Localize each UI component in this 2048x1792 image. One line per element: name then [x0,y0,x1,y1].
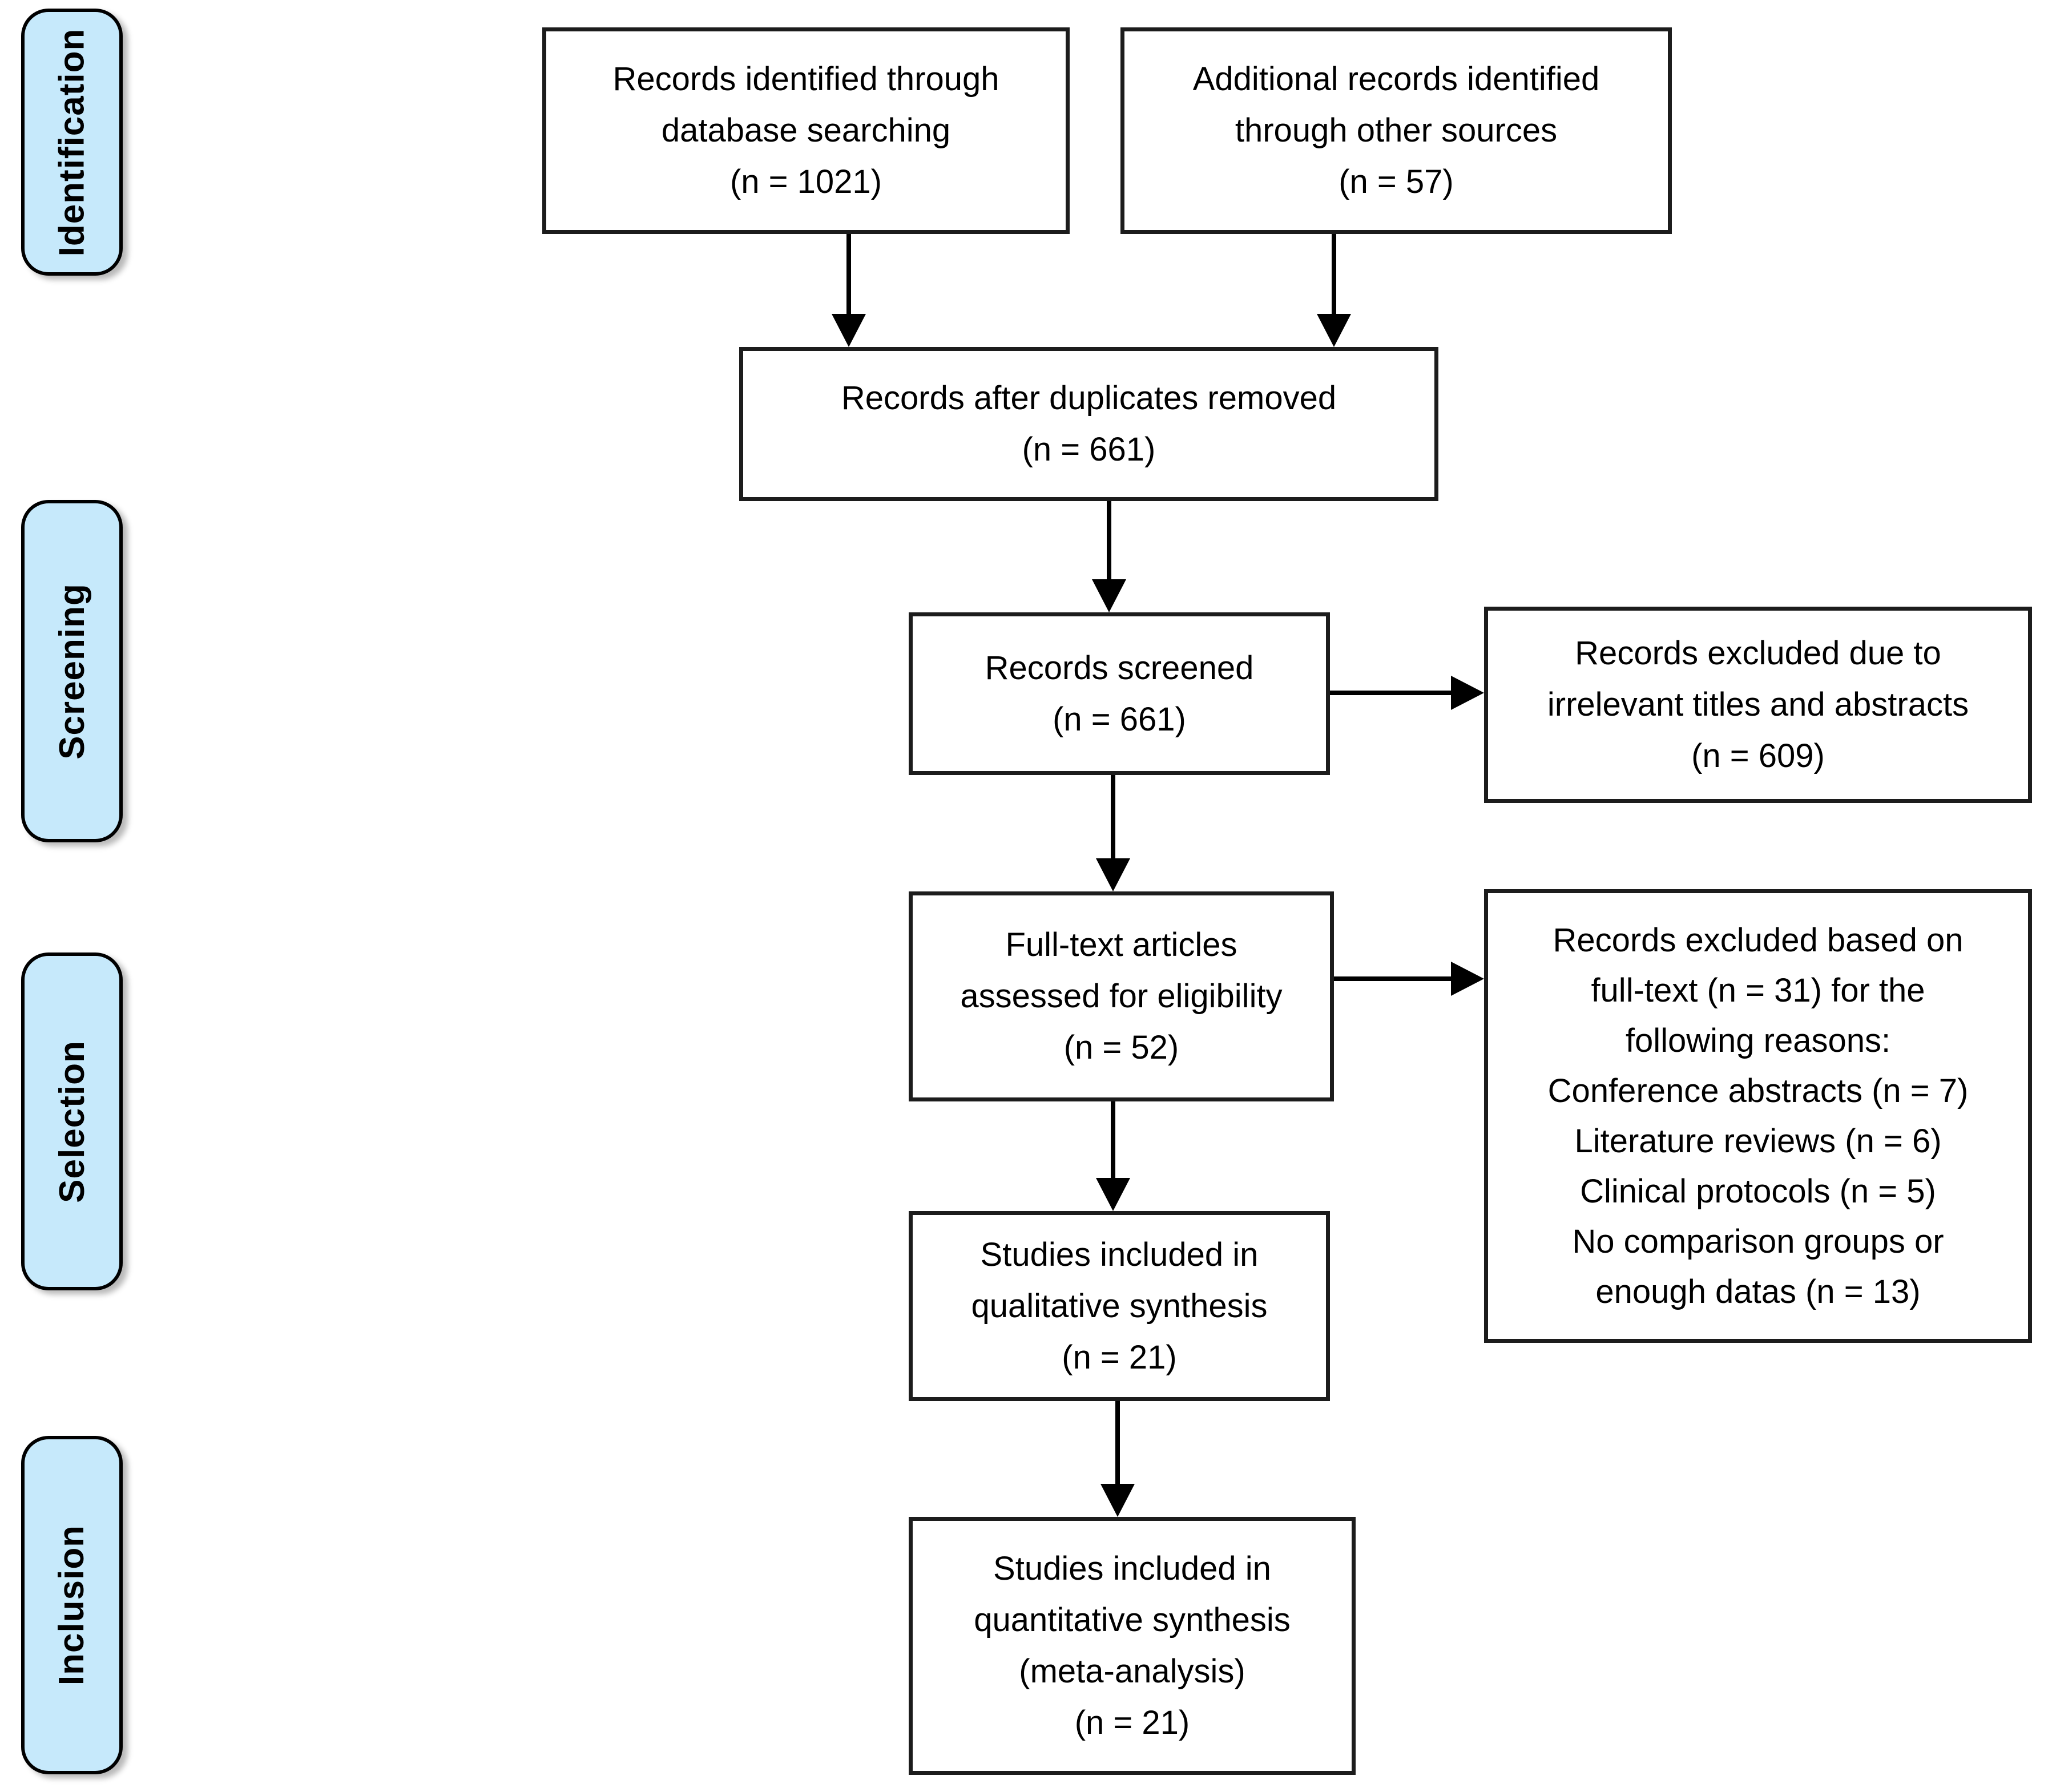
arrow-database-to-duplicates [832,234,866,347]
arrow-qualitative-to-quantitative [1100,1401,1135,1517]
box-additional-records-other-sources: Additional records identified through ot… [1120,27,1672,234]
arrow-fulltext-to-qualitative [1096,1101,1130,1211]
stage-label-screening-text: Screening [52,583,92,760]
box-records-after-duplicates-removed: Records after duplicates removed (n = 66… [739,347,1438,501]
stage-label-selection-text: Selection [52,1040,92,1203]
box-studies-quantitative-synthesis-text: Studies included in quantitative synthes… [974,1550,1291,1741]
box-studies-qualitative-synthesis: Studies included in qualitative synthesi… [909,1211,1330,1401]
arrow-screened-to-excluded [1330,676,1484,710]
box-fulltext-assessed-eligibility: Full-text articles assessed for eligibil… [909,891,1334,1101]
stage-label-identification-text: Identification [52,28,92,256]
box-records-excluded-fulltext-reasons-text: Records excluded based on full-text (n =… [1547,921,1969,1310]
box-records-screened: Records screened (n = 661) [909,612,1330,775]
box-records-screened-text: Records screened (n = 661) [985,649,1254,738]
box-studies-qualitative-synthesis-text: Studies included in qualitative synthesi… [971,1236,1268,1376]
stage-label-identification: Identification [21,9,123,276]
stage-label-inclusion-text: Inclusion [52,1524,92,1686]
box-records-identified-database-text: Records identified through database sear… [612,60,999,200]
box-records-after-duplicates-removed-text: Records after duplicates removed (n = 66… [841,380,1337,468]
box-fulltext-assessed-eligibility-text: Full-text articles assessed for eligibil… [960,926,1283,1066]
box-records-identified-database: Records identified through database sear… [542,27,1070,234]
arrow-screened-to-fulltext [1096,775,1130,891]
stage-label-screening: Screening [21,500,123,842]
stage-label-inclusion: Inclusion [21,1436,123,1774]
arrow-other-sources-to-duplicates [1317,234,1351,347]
arrow-fulltext-to-excluded [1334,962,1484,996]
box-studies-quantitative-synthesis: Studies included in quantitative synthes… [909,1517,1356,1775]
box-records-excluded-fulltext-reasons: Records excluded based on full-text (n =… [1484,889,2032,1343]
box-additional-records-other-sources-text: Additional records identified through ot… [1192,60,1600,200]
box-records-excluded-titles-abstracts: Records excluded due to irrelevant title… [1484,607,2032,803]
arrow-duplicates-to-screened [1092,501,1126,612]
stage-label-selection: Selection [21,952,123,1290]
box-records-excluded-titles-abstracts-text: Records excluded due to irrelevant title… [1547,635,1969,774]
